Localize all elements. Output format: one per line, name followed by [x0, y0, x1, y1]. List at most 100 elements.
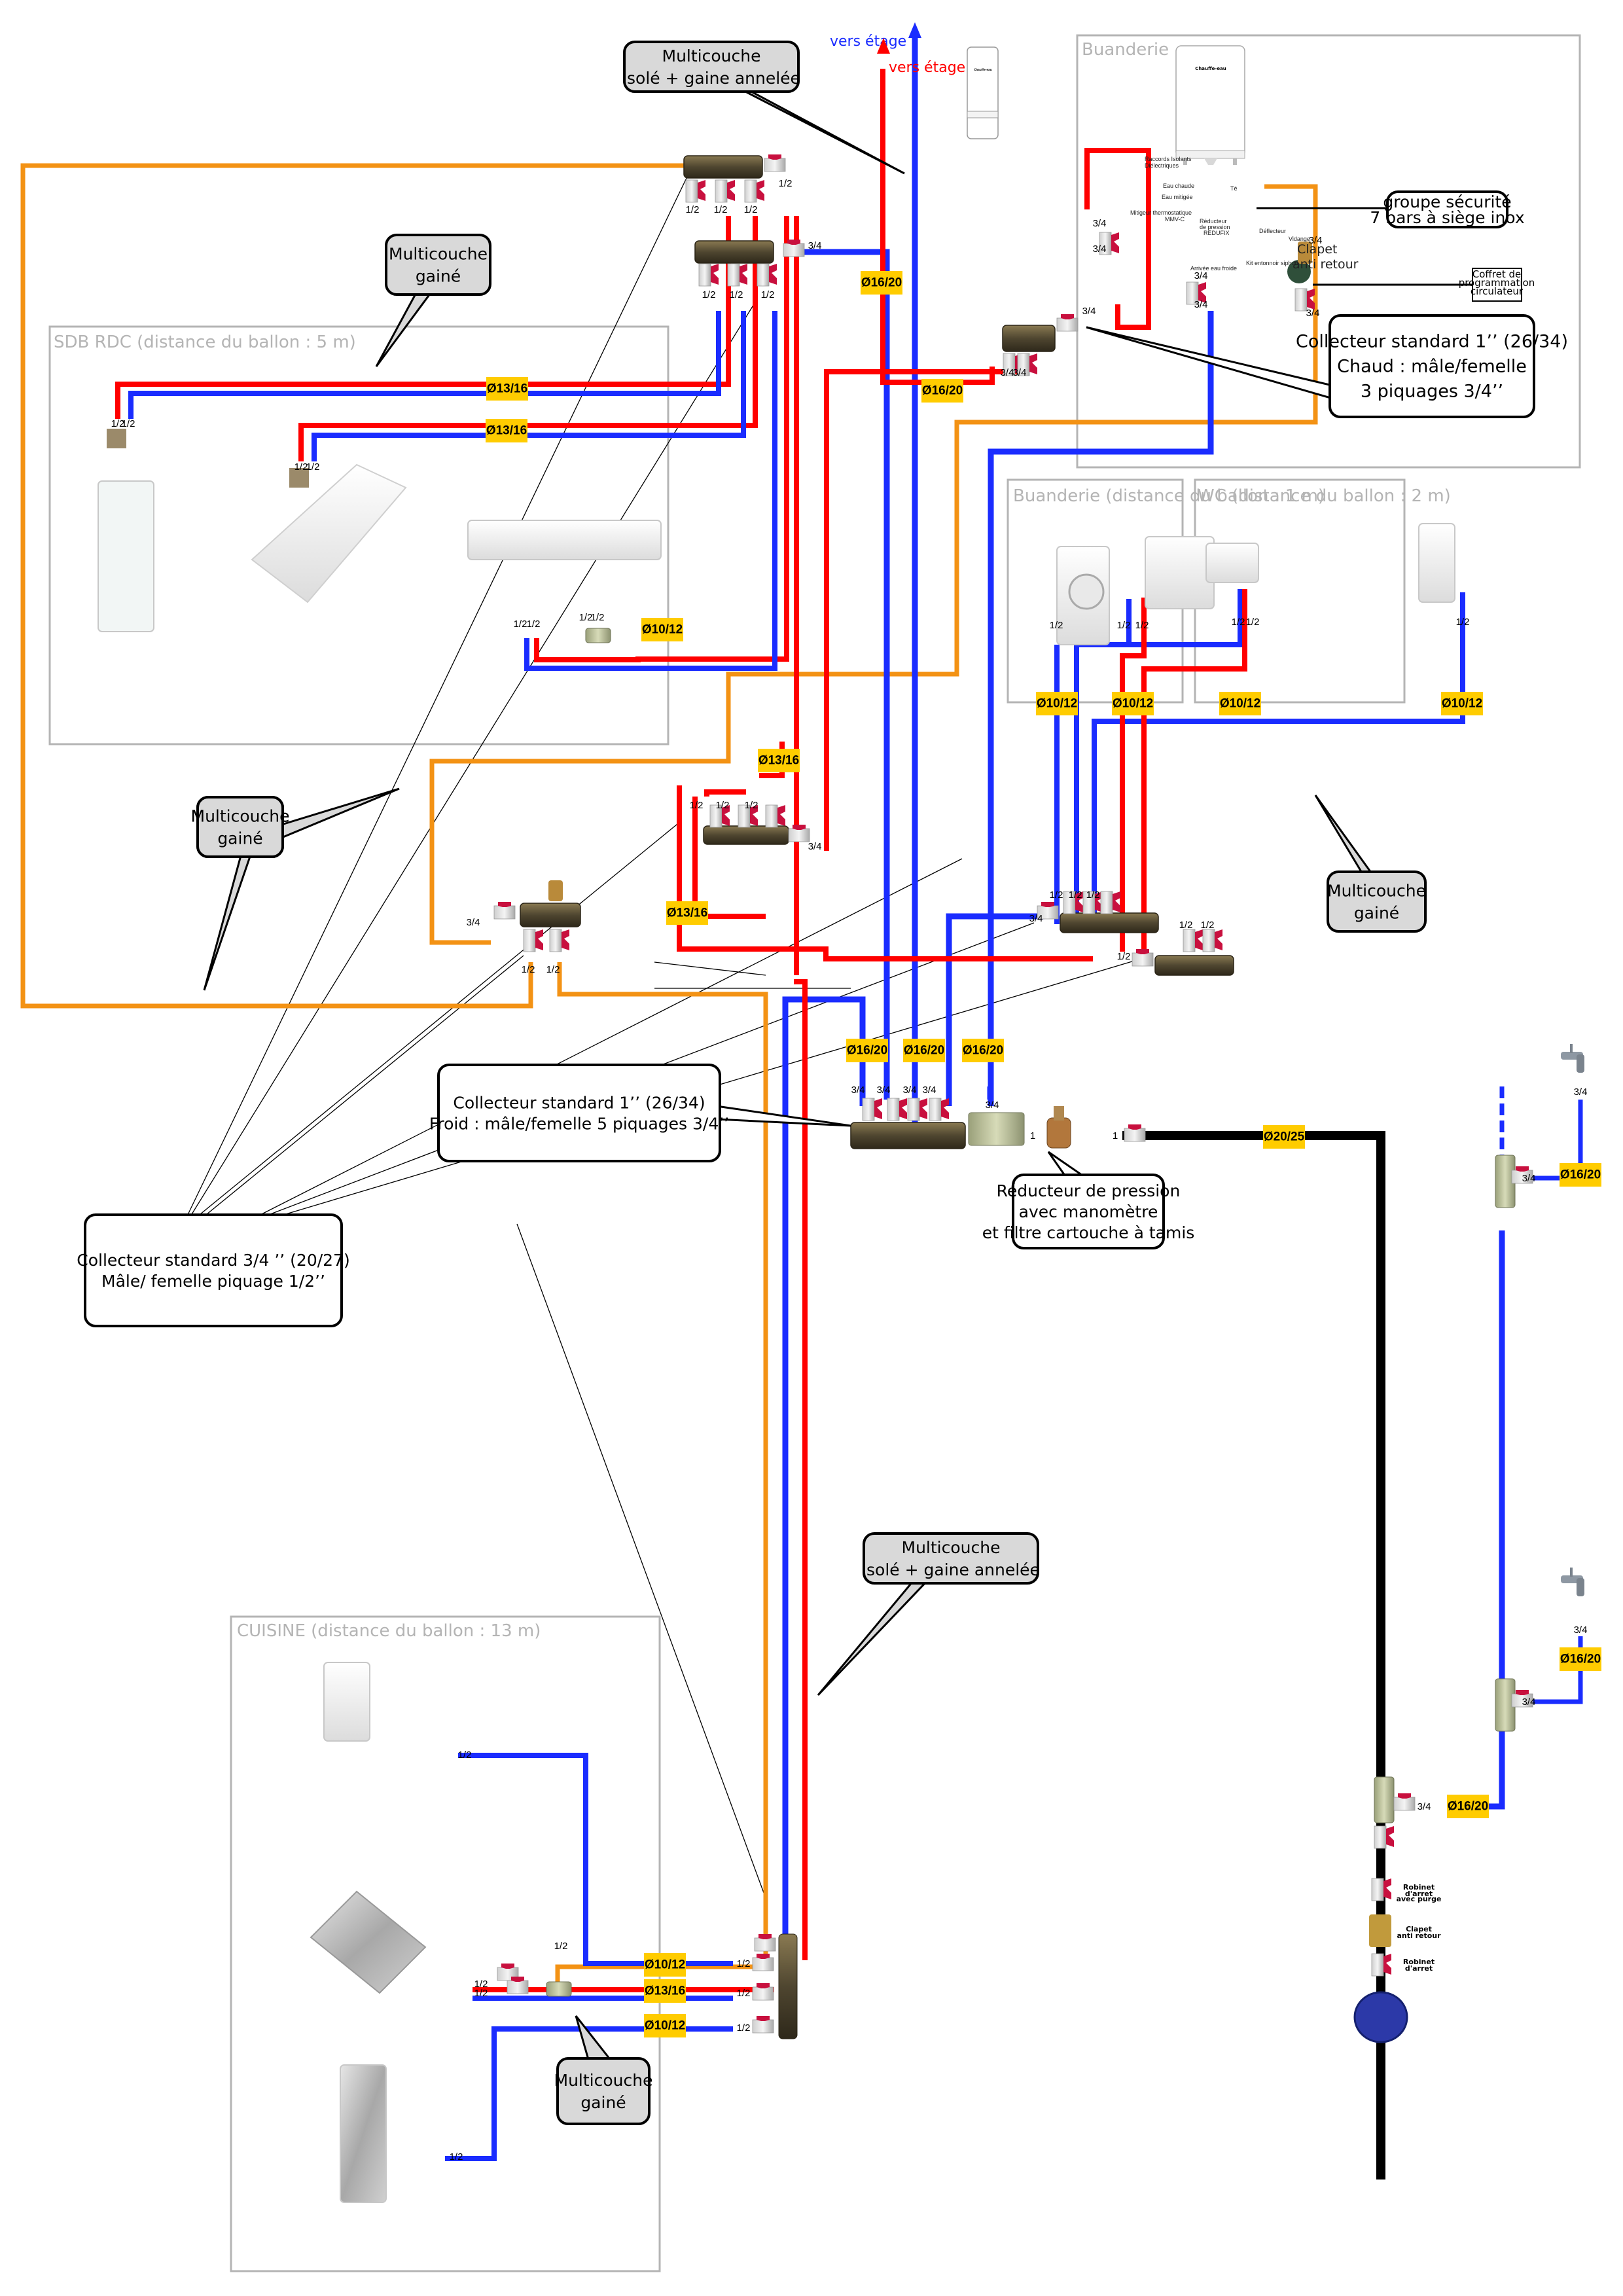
- return-pipe-cuisine: [557, 962, 768, 1967]
- valve-body: [1393, 1797, 1416, 1811]
- cold-collector-valve-4: [929, 1098, 949, 1121]
- cold-pipe-dishwasher: [458, 1753, 733, 1966]
- valve-handle-icon: [1516, 1690, 1529, 1695]
- leader-line: [196, 821, 681, 1218]
- label-eau-mitigee: Eau mitigée: [1162, 194, 1193, 200]
- dim-label-cuisine-fridge: Ø10/12: [644, 2014, 686, 2037]
- callout-box: [84, 1213, 343, 1327]
- room-title-cuisine: CUISINE (distance du ballon : 13 m): [237, 1621, 541, 1641]
- air-vent-icon: [548, 880, 563, 901]
- callout-line: gainé: [416, 267, 461, 286]
- thread-label: 1/2: [1179, 920, 1193, 931]
- thread-label: 1/2: [1117, 620, 1131, 631]
- callout-line: gainé: [580, 2093, 626, 2112]
- dim-label-tap-lower: Ø16/20: [1560, 1647, 1601, 1671]
- cold-riser-arrow: vers étage: [830, 22, 921, 50]
- callout-line: Chaud : mâle/femelle: [1337, 357, 1527, 377]
- valve-body: [715, 179, 728, 203]
- valve-handle-icon: [757, 180, 764, 201]
- hot-pipe-buand-sink: [1120, 598, 1147, 952]
- cold-manifold-sdb-inlet-valve: [783, 240, 805, 257]
- valve-handle-icon: [793, 825, 806, 830]
- valve-body: [1294, 288, 1308, 312]
- valve-body: [685, 179, 698, 203]
- thread-label: 1: [1113, 1130, 1118, 1141]
- dim-label-sdb-shower: Ø13/16: [486, 377, 528, 401]
- dim-label-text: Ø16/20: [1560, 1653, 1601, 1666]
- dim-label-tap-upper: Ø16/20: [1560, 1163, 1601, 1187]
- cuisine-sink-cold-valve: [507, 1977, 529, 1994]
- label-mitigeur: Mitigeur thermostatique: [1130, 209, 1192, 216]
- callout-line: Réducteur de pression: [997, 1181, 1181, 1200]
- leader-line: [516, 1223, 766, 1899]
- thread-label: 1/2: [744, 204, 758, 215]
- sdb-basin-tee: [585, 628, 611, 643]
- callout-line: 7 bars à siège inox: [1370, 208, 1524, 227]
- valve-body: [929, 1098, 942, 1121]
- label-reducteur: Réducteur: [1200, 218, 1227, 224]
- valve-handle-icon: [535, 929, 543, 950]
- dim-label-cold-2: Ø16/20: [903, 1039, 945, 1062]
- meter-label-robinet-2: d'arret: [1405, 1964, 1433, 1973]
- dim-label-sdb-bath: Ø13/16: [486, 419, 527, 442]
- valve-handle-icon: [769, 264, 777, 285]
- valve-handle-icon: [1075, 891, 1083, 912]
- dim-label-text: Ø16/20: [861, 276, 902, 290]
- heater-return-valve: [1294, 288, 1315, 312]
- dim-label-bg: [641, 618, 683, 641]
- valve-body: [1371, 1953, 1384, 1977]
- cuisine-valve-2: [752, 1983, 774, 2001]
- cold-pipe-shower: [128, 311, 721, 419]
- callout-pointer: [817, 1576, 932, 1696]
- valve-handle-icon: [498, 902, 511, 907]
- return-collector-inlet-valve: [493, 902, 516, 920]
- dim-label-cuisine-sink: Ø13/16: [644, 1979, 686, 2003]
- cold-feed-buand-manifold: [946, 913, 1044, 1106]
- thread-label: 1/2: [554, 1941, 568, 1952]
- dim-label-bg: [644, 2014, 686, 2037]
- dim-label-text: Ø13/16: [645, 1984, 685, 1998]
- callout-box: [437, 1064, 721, 1162]
- label-arrivee: Arrivée eau froide: [1190, 265, 1237, 272]
- callout-pointer: [1314, 795, 1376, 878]
- tap-lower-valve: [1511, 1690, 1533, 1708]
- dim-label-bg: [644, 1979, 686, 2003]
- valve-handle-icon: [757, 1983, 770, 1988]
- valve-body: [523, 929, 536, 952]
- hot-pipe-wc-basin: [1141, 589, 1247, 952]
- faucet-spout: [1577, 1578, 1584, 1596]
- valve-body: [493, 905, 516, 920]
- label-dielectriques: Diélectriques: [1145, 162, 1179, 169]
- valve-handle-icon: [698, 180, 705, 201]
- valve-handle-icon: [919, 1098, 927, 1119]
- callout-box: [863, 1532, 1039, 1585]
- dim-label-bg: [846, 1039, 888, 1062]
- cold-pipe-bath: [312, 311, 746, 461]
- cold-manifold-buand-inlet: [1037, 902, 1059, 920]
- callout-line: Froid : mâle/femelle 5 piquages 3/4’’: [429, 1115, 729, 1134]
- callout-line: Collecteur standard 3/4 ’’ (20/27): [77, 1251, 349, 1270]
- label-deflecteur: Déflecteur: [1259, 228, 1286, 234]
- thread-label: 1/2: [1246, 617, 1260, 628]
- garden-tap-upper-icon: [1561, 1044, 1584, 1073]
- thread-label: 1/2: [306, 461, 320, 473]
- hot-pipe-mid-3: [704, 789, 746, 797]
- hot-pipe-bath: [298, 216, 758, 461]
- cold-feed-buanderie-heater: [988, 311, 1214, 1106]
- return-pipe-loop: [20, 163, 684, 1009]
- cold-collector-valve-2: [887, 1098, 907, 1121]
- cold-manifold-buand: [1060, 912, 1159, 933]
- double-basin-icon: [467, 520, 662, 560]
- room-title-buanderie-top: Buanderie: [1082, 40, 1169, 60]
- dim-label-wc-basin: Ø10/12: [1219, 692, 1261, 715]
- faucet-spout: [1577, 1054, 1584, 1073]
- hot-collector-heater-valve-2: [1017, 353, 1037, 376]
- dim-label-text: Ø10/12: [1113, 697, 1153, 711]
- room-buanderie: Buanderie (distance du ballon : 1 m): [1007, 478, 1325, 704]
